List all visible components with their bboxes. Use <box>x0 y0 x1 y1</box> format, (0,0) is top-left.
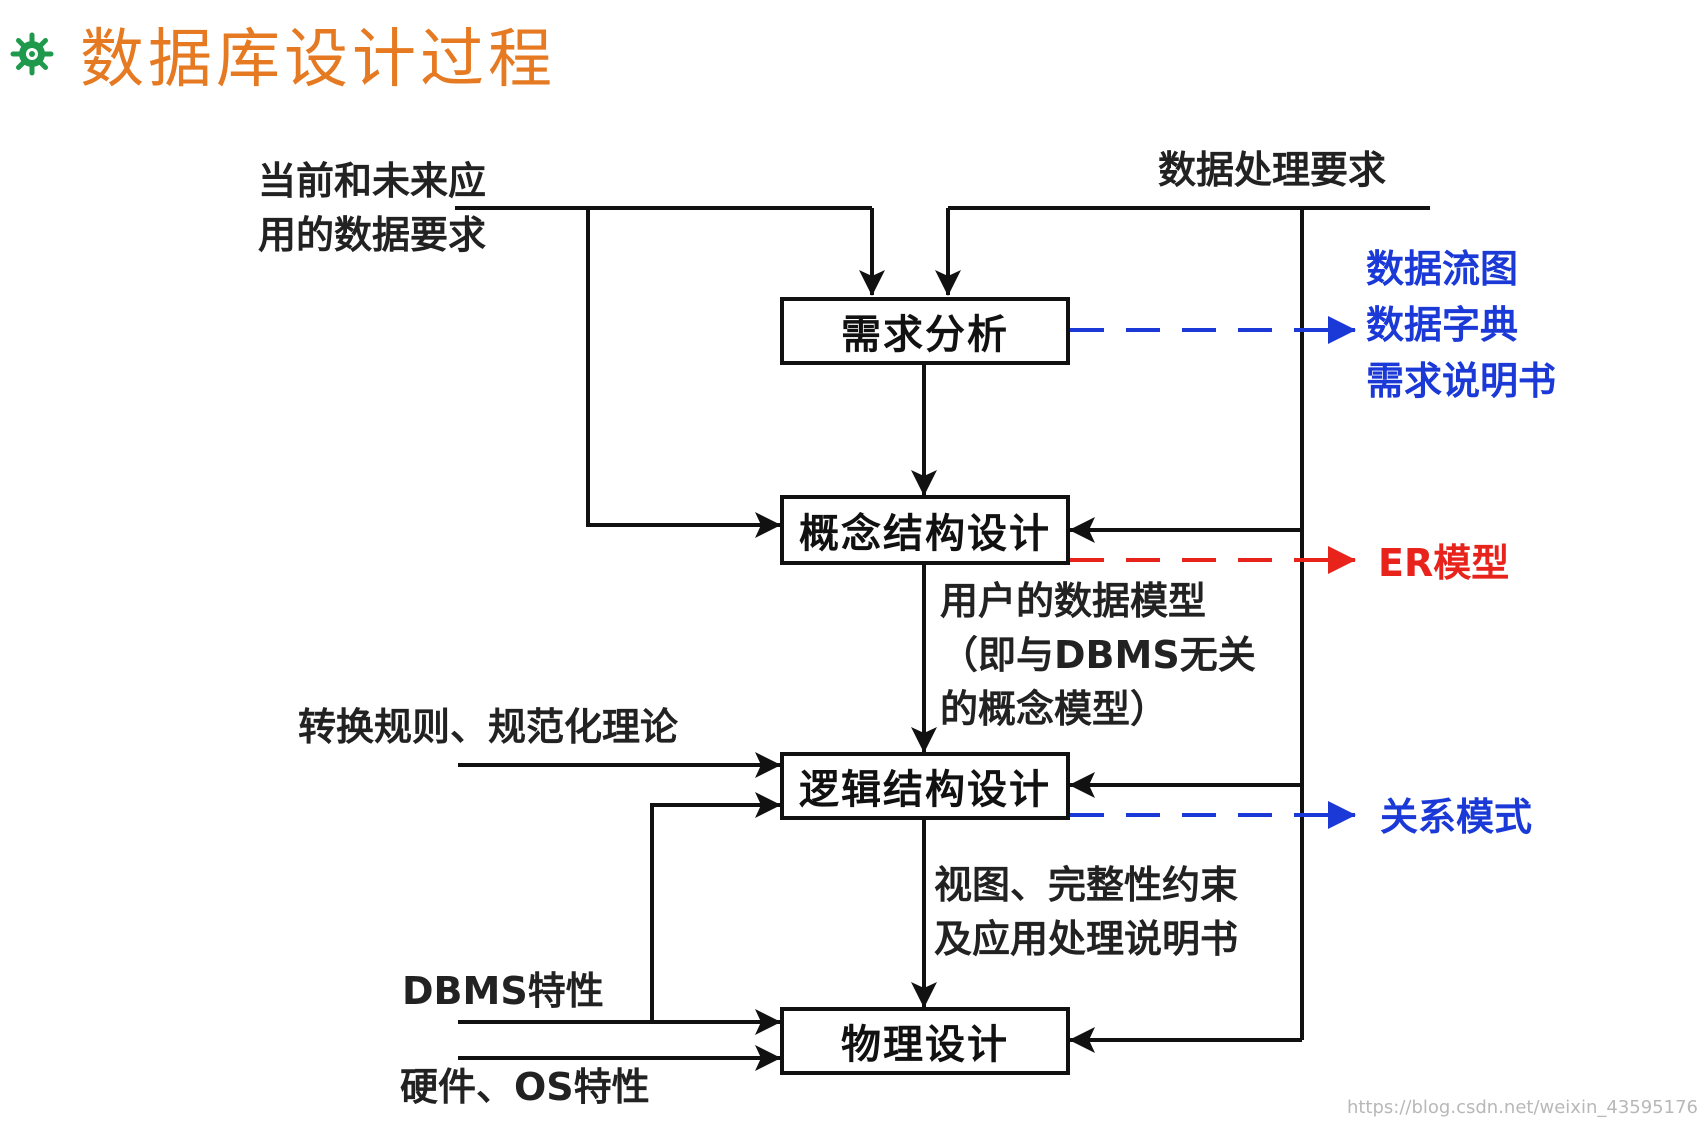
input-dbms-features: DBMS特性 <box>402 969 604 1013</box>
logical-design-box: 逻辑结构设计 <box>780 752 1070 820</box>
flow-views-line2: 及应用处理说明书 <box>934 917 1239 961</box>
input-hardware-os: 硬件、OS特性 <box>400 1065 650 1109</box>
watermark: https://blog.csdn.net/weixin_43595176 <box>1346 1097 1698 1118</box>
output-er-model: ER模型 <box>1378 541 1510 585</box>
output-spec: 需求说明书 <box>1366 359 1557 403</box>
output-relational-schema: 关系模式 <box>1380 795 1533 839</box>
output-dfd: 数据流图 <box>1366 247 1519 291</box>
physical-design-box: 物理设计 <box>780 1007 1070 1075</box>
conceptual-design-box: 概念结构设计 <box>780 495 1070 565</box>
flow-user-model-line2: （即与DBMS无关 <box>940 633 1256 677</box>
flow-user-model-line1: 用户的数据模型 <box>940 579 1207 623</box>
input-rules: 转换规则、规范化理论 <box>298 705 679 749</box>
output-dictionary: 数据字典 <box>1366 303 1519 347</box>
gear-icon <box>10 32 54 76</box>
input-app-data-req-line2: 用的数据要求 <box>258 213 487 257</box>
input-app-data-req-line1: 当前和未来应 <box>258 159 487 203</box>
flow-user-model-line3: 的概念模型） <box>940 687 1169 731</box>
flow-views-line1: 视图、完整性约束 <box>934 863 1239 907</box>
page-title: 数据库设计过程 <box>80 23 556 97</box>
input-processing-req: 数据处理要求 <box>1158 148 1387 192</box>
requirements-analysis-box: 需求分析 <box>780 297 1070 365</box>
